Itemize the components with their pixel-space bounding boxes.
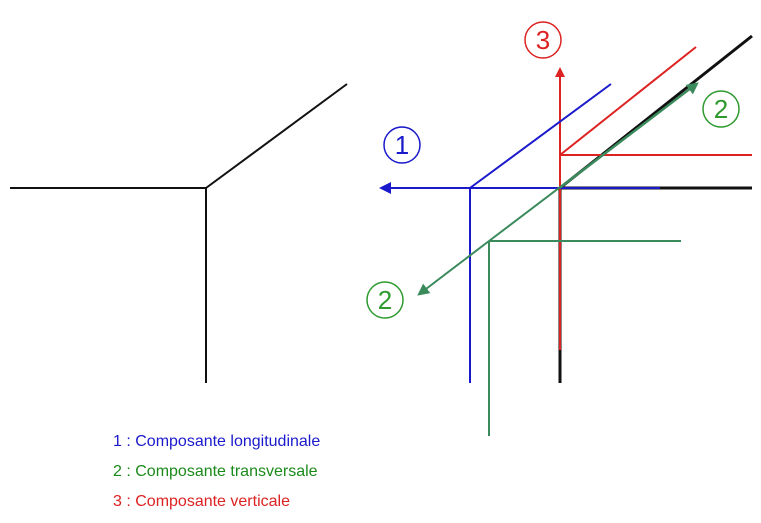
badge-one: 1 — [383, 126, 421, 164]
badge-two-left: 2 — [366, 281, 404, 319]
badge-two-right-label: 2 — [714, 94, 728, 124]
original-diagonal-line — [205, 83, 348, 189]
red-diagonal-line — [559, 46, 697, 156]
legend-item-transversal: 2 : Composante transversale — [113, 463, 318, 480]
transversal-arrow-forward — [559, 82, 699, 189]
legend-item-longitudinal: 1 : Composante longitudinale — [113, 433, 320, 450]
badge-three-label: 3 — [536, 25, 550, 55]
badge-three: 3 — [524, 21, 562, 59]
badge-one-label: 1 — [395, 130, 409, 160]
original-junction — [10, 83, 348, 383]
reference-junction — [558, 34, 753, 383]
transversal-arrow-backward — [417, 240, 490, 296]
legend-item-vertical: 3 : Composante verticale — [113, 493, 290, 510]
badge-three-circle — [524, 21, 562, 59]
badge-two-left-label: 2 — [378, 285, 392, 315]
longitudinal-component — [379, 83, 660, 383]
badge-two-right: 2 — [702, 90, 740, 128]
badge-one-circle — [383, 126, 421, 164]
legend: 1 : Composante longitudinale 2 : Composa… — [113, 433, 320, 510]
transversal-component — [417, 82, 699, 436]
badge-two-right-circle — [702, 90, 740, 128]
vertical-component — [555, 46, 752, 350]
blue-diagonal-line — [469, 83, 612, 189]
badge-two-left-circle — [366, 281, 404, 319]
